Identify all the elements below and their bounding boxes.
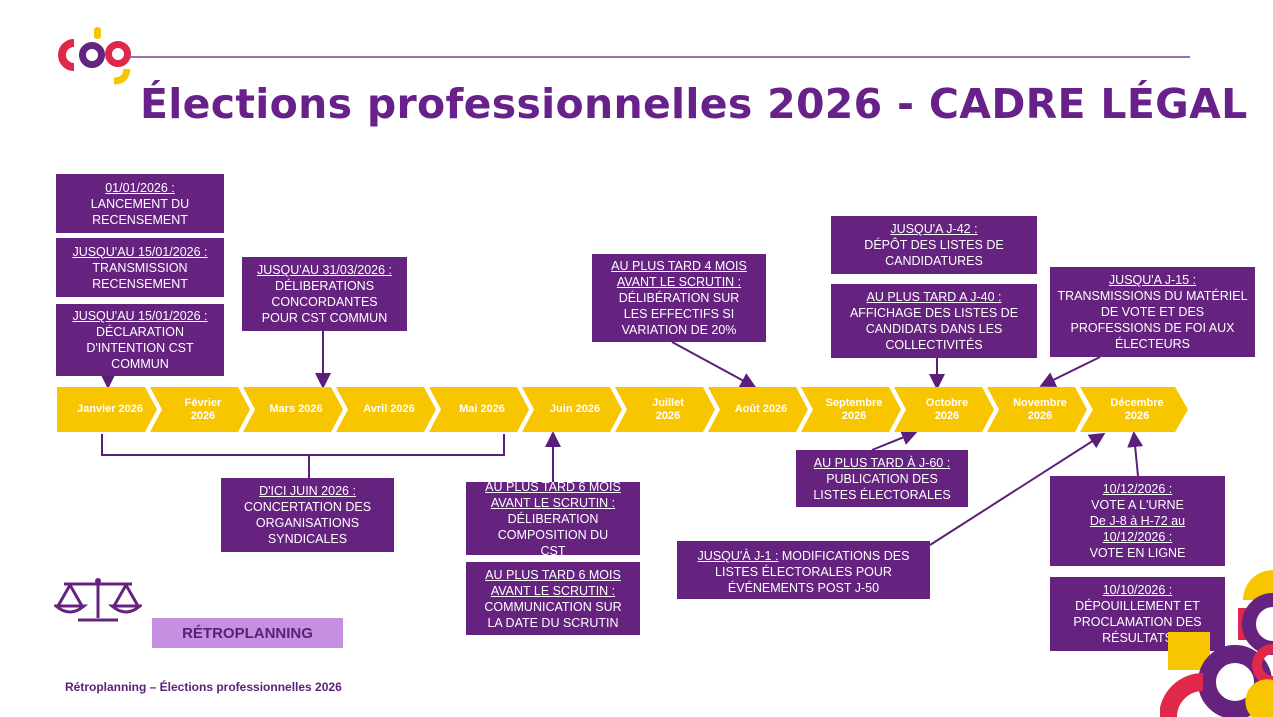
month-label: Juillet 2026 — [652, 396, 684, 422]
footer-text: Rétroplanning – Élections professionnell… — [65, 680, 342, 694]
event-date: JUSQU'A J-42 : — [890, 222, 978, 236]
month-february: Février 2026 — [150, 387, 250, 432]
event-date: JUSQU'A J-15 : — [1108, 273, 1197, 287]
event-text: DÉLIBÉRATION SUR LES EFFECTIFS SI VARIAT… — [618, 291, 740, 337]
month-label: Septembre 2026 — [825, 396, 883, 422]
month-label: Novembre 2026 — [1013, 396, 1067, 422]
month-label: Décembre 2026 — [1110, 396, 1164, 422]
event-text: DÉCLARATION D'INTENTION CST COMMUN — [86, 325, 194, 371]
month-september: Septembre 2026 — [801, 387, 901, 432]
month-label: Octobre 2026 — [925, 396, 969, 422]
event-text: DÉPÔT DES LISTES DE CANDIDATURES — [864, 238, 1004, 268]
event-text: MODIFICATIONS DES LISTES ÉLECTORALES POU… — [715, 549, 910, 595]
event-text: DÉLIBERATIONS CONCORDANTES POUR CST COMM… — [261, 279, 388, 325]
month-label: Janvier 2026 — [76, 403, 144, 415]
event-date: JUSQU'À J-1 : — [697, 549, 779, 563]
event-box: AU PLUS TARD 6 MOIS AVANT LE SCRUTIN :CO… — [466, 562, 640, 635]
event-box-vote: 10/12/2026 : VOTE A L'URNE De J-8 à H-72 a… — [1050, 476, 1225, 566]
cdg-logo — [58, 27, 131, 85]
event-box: JUSQU'AU 15/01/2026 :TRANSMISSION RECENS… — [56, 238, 224, 297]
event-date: 10/10/2026 : — [1102, 583, 1173, 597]
event-date: AU PLUS TARD 4 MOIS AVANT LE SCRUTIN : — [611, 259, 747, 289]
decorative-logo-pattern — [1160, 570, 1273, 717]
month-label: Mai 2026 — [459, 403, 505, 415]
event-box: JUSQU'A J-15 : TRANSMISSIONS DU MATÉRIEL … — [1050, 267, 1255, 357]
event-text: PUBLICATION DES LISTES ÉLECTORALES — [813, 471, 951, 502]
event-date: JUSQU'AU 15/01/2026 : — [72, 309, 208, 323]
event-date: AU PLUS TARD 6 MOIS AVANT LE SCRUTIN : — [485, 479, 621, 510]
event-text: LANCEMENT DU RECENSEMENT — [90, 196, 190, 227]
event-text: CONCERTATION DES ORGANISATIONS SYNDICALE… — [243, 500, 372, 546]
month-label: Juin 2026 — [549, 403, 601, 415]
month-label: Février 2026 — [184, 396, 222, 422]
month-label: Août 2026 — [734, 403, 788, 415]
event-text: DÉPOUILLEMENT ET PROCLAMATION DES RÉSULT… — [1073, 599, 1202, 645]
event-box: JUSQU'À J-1 : MODIFICATIONS DES LISTES É… — [677, 541, 930, 599]
event-date: 10/12/2026 : — [1102, 482, 1173, 496]
event-text: VOTE EN LIGNE — [1089, 546, 1186, 560]
event-date: De J-8 à H-72 au 10/12/2026 : — [1089, 514, 1186, 544]
month-august: Août 2026 — [708, 387, 808, 432]
event-date: 01/01/2026 : — [105, 180, 175, 195]
event-box: JUSQU'A J-42 : DÉPÔT DES LISTES DE CANDID… — [831, 216, 1037, 274]
event-text: DÉLIBERATION COMPOSITION DU CST — [497, 511, 609, 558]
event-text: TRANSMISSIONS DU MATÉRIEL DE VOTE ET DES… — [1057, 289, 1248, 351]
event-box: D'ICI JUIN 2026 : CONCERTATION DES ORGANI… — [221, 478, 394, 552]
scales-icon — [54, 578, 142, 622]
month-may: Mai 2026 — [429, 387, 529, 432]
event-box: JUSQU'AU 31/03/2026 : DÉLIBERATIONS CONCO… — [242, 257, 407, 331]
event-date: AU PLUS TARD À J-60 : — [813, 455, 951, 470]
timeline-bar: Janvier 2026 Février 2026 Mars 2026 Avri… — [57, 387, 1197, 432]
event-date: JUSQU'AU 15/01/2026 : — [72, 244, 208, 259]
month-label: Mars 2026 — [269, 403, 323, 415]
event-date: AU PLUS TARD A J-40 : — [866, 290, 1002, 304]
event-text: TRANSMISSION RECENSEMENT — [92, 260, 188, 291]
page-title: Élections professionnelles 2026 - CADRE … — [140, 80, 1248, 128]
event-text: COMMUNICATION SUR LA DATE DU SCRUTIN — [484, 599, 622, 630]
event-text: VOTE A L'URNE — [1091, 498, 1184, 512]
month-december: Décembre 2026 — [1080, 387, 1188, 432]
month-november: Novembre 2026 — [987, 387, 1087, 432]
retroplanning-label: RÉTROPLANNING — [152, 618, 343, 648]
month-label: Avril 2026 — [363, 403, 415, 415]
event-box: AU PLUS TARD 6 MOIS AVANT LE SCRUTIN :DÉ… — [466, 479, 640, 558]
event-date: AU PLUS TARD 6 MOIS AVANT LE SCRUTIN : — [485, 567, 621, 598]
month-january: Janvier 2026 — [57, 387, 157, 432]
event-text: AFFICHAGE DES LISTES DE CANDIDATS DANS L… — [849, 306, 1019, 352]
month-april: Avril 2026 — [336, 387, 436, 432]
event-box: 01/01/2026 :LANCEMENT DU RECENSEMENT — [56, 174, 224, 233]
event-box: AU PLUS TARD A J-40 : AFFICHAGE DES LISTE… — [831, 284, 1037, 358]
month-july: Juillet 2026 — [615, 387, 715, 432]
event-date: JUSQU'AU 31/03/2026 : — [256, 263, 393, 277]
event-box: AU PLUS TARD 4 MOIS AVANT LE SCRUTIN :DÉ… — [592, 254, 766, 342]
event-date: D'ICI JUIN 2026 : — [259, 484, 356, 498]
month-october: Octobre 2026 — [894, 387, 994, 432]
header-rule — [130, 56, 1190, 58]
event-box: AU PLUS TARD À J-60 :PUBLICATION DES LIS… — [796, 450, 968, 507]
month-june: Juin 2026 — [522, 387, 622, 432]
event-box: JUSQU'AU 15/01/2026 : DÉCLARATION D'INTEN… — [56, 304, 224, 376]
month-march: Mars 2026 — [243, 387, 343, 432]
